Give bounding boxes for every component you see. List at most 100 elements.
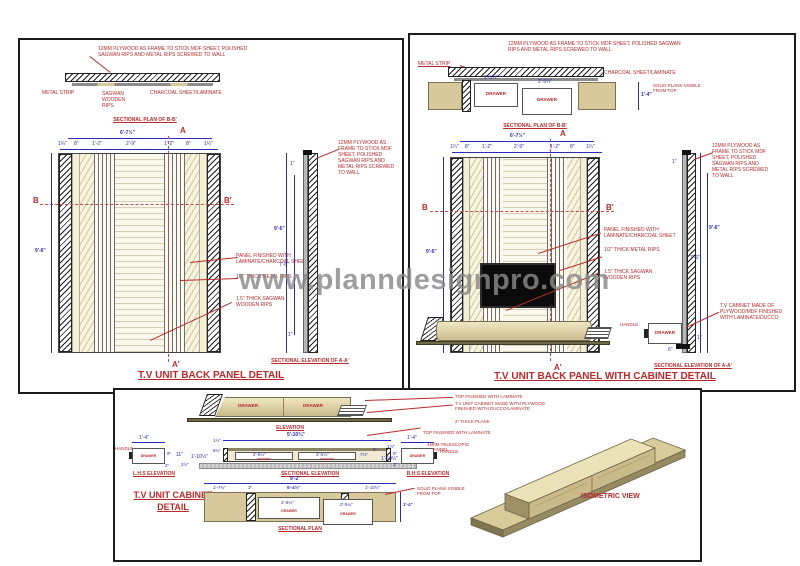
plan-caption: SECTIONAL PLAN OF B-B' [503,123,567,129]
dim-line [294,175,295,335]
dim-line [68,138,212,139]
sp-dim-seg: 3" [248,485,253,490]
top-cap [303,150,312,155]
drawer-label: DRAWER [320,456,334,461]
cabinet-body [436,321,592,341]
se-dim-1h: 1½" [213,438,221,443]
se-dim-8q: 8¼" [213,448,221,453]
drawer1-dim: 2'-5¼" [484,75,499,81]
se-dim-overall: 5'-10¾" [287,432,305,438]
metal-rip-band [163,154,186,352]
dim-line [638,82,639,110]
drawer-label: DRAWER [238,403,258,408]
leader-line [365,396,453,401]
section-cut-line-b [430,211,614,212]
section-dim-bottom: 1" [288,332,293,338]
dim-line [452,152,602,153]
plan-drawer2: DRAWER [522,88,572,115]
cream-strip [580,158,587,352]
plan-plywood-bar [65,73,220,82]
panel-finish-note: PANEL FINISHED WITH LAMINATE/CHARCOAL SH… [236,253,308,265]
plan-plywood-bar [448,67,604,77]
sagwan-rip-band [79,154,94,352]
se-note-channel: 45MM TELESCOPIC CHANNEL [427,442,470,453]
handle-label: HANDLE [620,322,639,327]
se-drawer2: DRAWER [298,452,356,461]
se-base [199,463,417,469]
se-dim-9: 9" [373,447,378,452]
section-marker-b: B [33,196,39,205]
frame-hatch-left [59,154,72,352]
wall-block-right [578,82,616,110]
overall-width-dim: 6'-7½" [120,130,135,136]
se-dim-2h: 2½" [181,462,189,467]
back-panel-elevation [58,153,221,353]
plywood-hatch [308,153,318,353]
sp-note-solid: SOLID PLANK VISIBLE FROM TOP [417,486,465,497]
cream-strip [71,154,80,352]
section-cut-line-a [550,139,551,361]
back-panel-cabinet-frame: 12MM PLYWOOD AS FRAME TO STICK MDF SHEET… [408,33,796,392]
overall-width-dim: 6'-7½" [510,133,525,139]
metal-rips-note: 1/2" THICK METAL RIPS [236,274,292,280]
rhs-box: DRAWER [401,448,434,464]
se-dim-110-l: 1'-10½" [191,454,208,460]
sagwan-rip-band [567,158,580,352]
section-dim-1in: 1" [697,335,702,341]
se-dim-d2: 2'-5¼" [316,452,329,457]
drawer-label: DRAWER [537,97,557,102]
sp-dim-left: 1'-7¾" [213,485,226,490]
wall-block-left [428,82,462,110]
rhs-handle-label: HANDLE [440,449,459,454]
sp-dim-depth: 1'-4" [403,502,413,507]
dim-seg: 1'-2" [92,141,102,147]
isometric-view: ISOMETRIC VIEW [469,437,687,538]
plan-caption: SECTIONAL PLAN OF B-B' [113,117,177,123]
drawer-label: DRAWER [281,509,297,513]
dim-line [401,442,434,443]
rhs-dim-2: 2" [393,462,398,467]
dim-seg: 1'-2" [550,144,560,150]
section-marker-b2: B' [224,196,232,205]
leader-line [316,149,339,159]
dim-line [460,141,594,142]
top-cap [682,150,691,155]
dim-line [132,442,165,443]
section-caption: SECTIONAL ELEVATION OF A-A' [271,358,349,364]
tv-screen [480,263,556,308]
dim-line [700,153,701,353]
dim-seg: 8" [570,144,575,150]
section-caption: SECTIONAL ELEVATION OF A-A' [654,363,732,369]
sp-body: 2'-5¼" DRAWER 2'-5¼" DRAWER [204,492,396,525]
elev-drawer-divider [283,398,284,416]
se-note-top: TOP FINISHED WITH LAMINATE [423,430,491,435]
section-dim-inner: 7'-6" [690,255,700,261]
rhs-handle [434,452,437,459]
bottom-title-line2: DETAIL [157,502,189,512]
sp-dim-right: 1'-10½" [365,485,381,490]
dim-line [286,153,287,353]
drawer-label: DRAWER [340,512,356,516]
dim-row: 1¼" 8" 1'-2" 2'-9" 1'-2" 8" 1¼" [448,144,608,152]
right-panel-title: T.V UNIT BACK PANEL WITH CABINET DETAIL [494,371,716,382]
sp-caption: SECTIONAL PLAN [278,526,322,532]
sp-drawer1: 2'-5¼" DRAWER [258,497,320,519]
section-dim-height: 9'-6" [709,225,720,231]
dim-seg: 1¼" [450,144,459,150]
se-drawer1: DRAWER [235,452,293,461]
drawer-label: DRAWER [140,454,157,458]
dim-seg: 1¼" [204,141,213,147]
dim-line [223,440,391,441]
leader-line [367,404,453,413]
frame-hatch-right [207,154,220,352]
se-caption: SECTIONAL ELEVATION [280,471,340,477]
dim-line [60,149,218,150]
section-cut-line-b [40,204,234,205]
elev-note-top: TOP FINISHED WITH LAMINATE [455,394,523,399]
se-end-left [223,448,228,462]
sp-drawer2: 2'-5¼" DRAWER [323,499,373,525]
dim-seg: 1¼" [58,141,67,147]
drawer-handle [644,329,648,338]
dim-seg: 2'-9" [126,141,136,147]
bottom-title-line1: T.V UNIT CABINET [133,490,213,500]
